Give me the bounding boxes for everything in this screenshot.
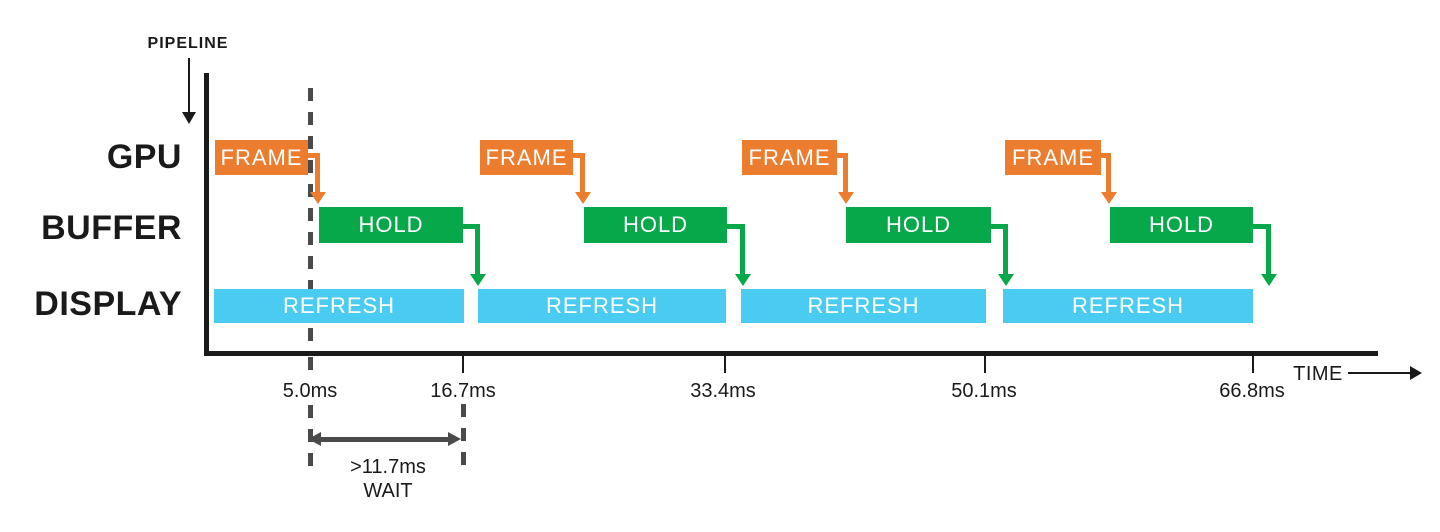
- time-axis-line: [204, 351, 1378, 356]
- hold-box-2: HOLD: [584, 207, 727, 243]
- wait-arrowhead-left-icon: [308, 432, 321, 446]
- time-tick-label-5: 66.8ms: [1197, 381, 1307, 401]
- refresh-box-4: REFRESH: [1003, 289, 1253, 323]
- frame-to-hold-arrow-head-icon-1: [310, 192, 326, 204]
- row-label-display: DISPLAY: [34, 285, 182, 323]
- frame-box-3: FRAME: [742, 140, 837, 175]
- frame-box-1: FRAME: [215, 140, 308, 175]
- time-arrowhead-icon: [1410, 366, 1422, 380]
- frame-to-hold-arrow-h-1: [304, 153, 320, 158]
- frame-to-hold-arrow-head-icon-4: [1101, 192, 1117, 204]
- y-axis-line: [204, 73, 209, 356]
- dashed-guide-5ms-lower: [308, 357, 313, 472]
- refresh-box-1: REFRESH: [214, 289, 464, 323]
- frame-to-hold-arrow-v-2: [580, 153, 585, 192]
- hold-to-refresh-arrow-v-2: [740, 224, 745, 274]
- frame-box-2: FRAME: [480, 140, 573, 175]
- time-tick-label-3: 33.4ms: [668, 381, 778, 401]
- hold-to-refresh-arrow-v-1: [475, 224, 480, 274]
- dashed-guide-5ms-upper: [308, 88, 313, 350]
- pipeline-arrow-line: [188, 58, 190, 112]
- row-label-buffer: BUFFER: [41, 209, 182, 247]
- wait-duration-label: >11.7ms: [350, 456, 426, 478]
- hold-box-3: HOLD: [846, 207, 991, 243]
- pipeline-arrowhead-icon: [182, 112, 196, 124]
- hold-to-refresh-arrow-h-2: [723, 224, 745, 229]
- time-tick-4: [1252, 356, 1254, 373]
- frame-box-4: FRAME: [1005, 140, 1101, 175]
- hold-to-refresh-arrow-h-4: [1249, 224, 1271, 229]
- refresh-box-3: REFRESH: [741, 289, 986, 323]
- frame-to-hold-arrow-v-4: [1106, 153, 1111, 192]
- frame-to-hold-arrow-head-icon-3: [838, 192, 854, 204]
- hold-to-refresh-arrow-h-3: [987, 224, 1008, 229]
- hold-box-4: HOLD: [1110, 207, 1253, 243]
- hold-to-refresh-arrow-v-3: [1003, 224, 1008, 274]
- time-axis-label: TIME: [1293, 363, 1343, 385]
- time-tick-1: [462, 356, 464, 373]
- time-tick-label-4: 50.1ms: [929, 381, 1039, 401]
- wait-caption-label: WAIT: [363, 480, 413, 502]
- hold-to-refresh-arrow-head-icon-1: [470, 274, 486, 286]
- time-tick-2: [724, 356, 726, 373]
- frame-to-hold-arrow-h-2: [569, 153, 585, 158]
- refresh-box-2: REFRESH: [478, 289, 726, 323]
- hold-to-refresh-arrow-head-icon-3: [998, 274, 1014, 286]
- frame-to-hold-arrow-v-3: [843, 153, 848, 192]
- time-tick-3: [984, 356, 986, 373]
- hold-to-refresh-arrow-head-icon-4: [1261, 274, 1277, 286]
- hold-to-refresh-arrow-v-4: [1266, 224, 1271, 274]
- pipeline-label: PIPELINE: [147, 35, 229, 52]
- row-label-gpu: GPU: [106, 138, 182, 176]
- frame-to-hold-arrow-v-1: [315, 153, 320, 192]
- frame-to-hold-arrow-h-3: [833, 153, 848, 158]
- dashed-guide-16-7ms: [461, 404, 466, 472]
- hold-box-1: HOLD: [319, 207, 463, 243]
- wait-arrowhead-right-icon: [448, 432, 461, 446]
- time-tick-label-2: 16.7ms: [408, 381, 518, 401]
- wait-span-arrow-line: [320, 437, 448, 442]
- hold-to-refresh-arrow-head-icon-2: [735, 274, 751, 286]
- time-tick-label-1: 5.0ms: [255, 381, 365, 401]
- hold-to-refresh-arrow-h-1: [459, 224, 480, 229]
- frame-to-hold-arrow-head-icon-2: [575, 192, 591, 204]
- frame-to-hold-arrow-h-4: [1097, 153, 1111, 158]
- time-arrow-line: [1348, 372, 1410, 374]
